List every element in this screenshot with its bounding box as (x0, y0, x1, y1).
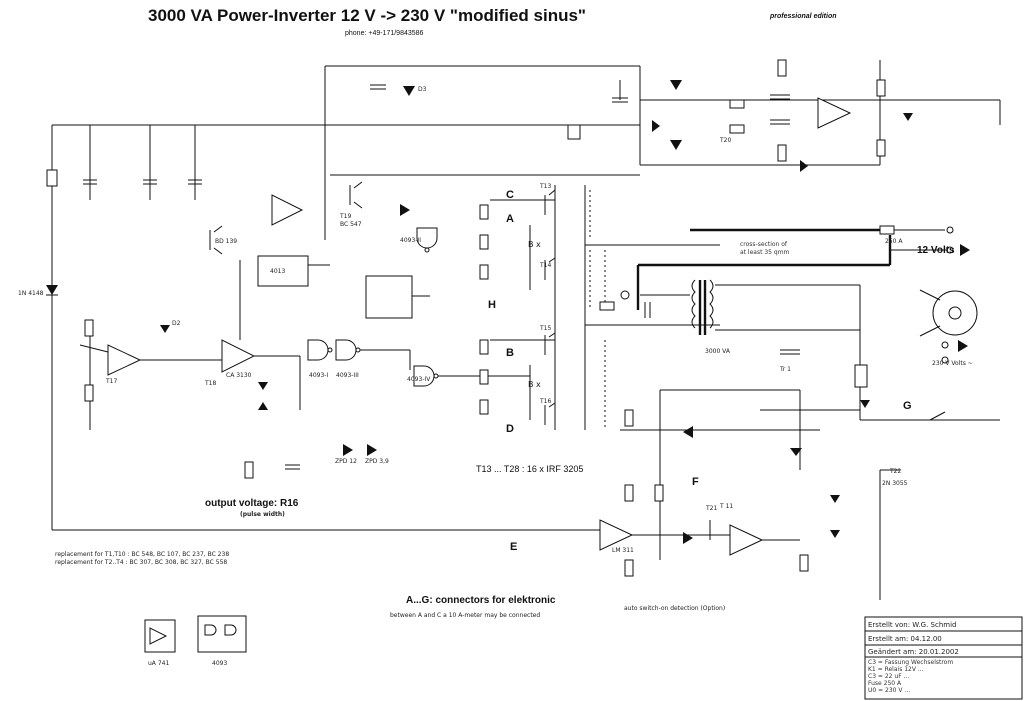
transistor-note: T13 ... T28 : 16 x IRF 3205 (476, 464, 584, 474)
transistor-label-t21: T21 (706, 505, 718, 512)
transistor-label-t22: T22 (890, 468, 902, 475)
lower-circuit (560, 349, 1000, 600)
phone-label: phone: +49-171/9843586 (345, 30, 424, 37)
connector-H: H (488, 299, 496, 311)
connector-B: B (506, 347, 514, 359)
ic-label-9: 4093 (212, 660, 228, 667)
output-voltage-terminal-label: 230 V Volts ~ (932, 360, 973, 367)
left-misc (84, 181, 410, 479)
info-notes: C3 = Fassung Wechselstrom K1 = Relais 12… (868, 659, 954, 694)
output-voltage-title: output voltage: R16 (205, 498, 299, 509)
transistor-label-t20: T20 (720, 137, 732, 144)
transistor-label-t14: T14 (540, 262, 552, 269)
ic-label-7: LM 311 (612, 547, 634, 554)
info-date-created: Erstellt am: 04.12.00 (868, 635, 942, 643)
ic-label-4: 4093-III (336, 372, 359, 379)
info-created: Erstellt von: W.G. Schmid (868, 621, 957, 629)
connector-D: D (506, 423, 514, 435)
ic-label-2: 4093-I (309, 372, 329, 379)
nand-gates (307, 227, 530, 387)
ic-label-8: uA 741 (148, 660, 170, 667)
connector-G: G (903, 400, 912, 412)
info-date-changed: Geändert am: 20.01.2002 (868, 648, 959, 656)
connector-C: C (506, 189, 514, 201)
pinout-diagrams (144, 615, 247, 653)
diode-label-d3: D3 (418, 86, 427, 93)
input-terminal (879, 225, 970, 364)
part-label-2n3055: 2N 3055 (882, 480, 908, 487)
bx-label-b: B x (528, 380, 541, 389)
transistor-label-t15: T15 (540, 325, 552, 332)
supply-rails (51, 60, 1001, 531)
connector-A: A (506, 213, 514, 225)
part-label-bd139: BD 139 (215, 238, 238, 245)
transistor-label-t16: T16 (540, 398, 552, 405)
connector-E: E (510, 541, 518, 553)
ic-label-5: 4013 (270, 268, 286, 275)
main-title: 3000 VA Power-Inverter 12 V -> 230 V "mo… (148, 6, 586, 25)
flipflop-4013 (257, 255, 430, 319)
bx-label-a: B x (528, 240, 541, 249)
zener-label-39: ZPD 3,9 (365, 458, 389, 465)
title-block (864, 616, 1023, 700)
fuse-label: 250 A (885, 238, 903, 245)
output-voltage-sub: (pulse width) (240, 511, 285, 518)
replacement-note-2: replacement for T2..T4 : BC 307, BC 308,… (55, 559, 228, 566)
replacement-note-1: replacement for T1,T10 : BC 548, BC 107,… (55, 551, 230, 558)
filter-capacitors (46, 169, 202, 296)
ic-label-3: 4093-IV (407, 376, 431, 383)
cross-section-label: cross-section of at least 35 qmm (740, 241, 790, 256)
ic-label-6: CA 3130 (226, 372, 252, 379)
auto-switch-note: auto switch-on detection (Option) (624, 605, 726, 612)
transistor-label-t13: T13 (540, 183, 552, 190)
mosfet-bank (479, 185, 720, 430)
transformer-label: 3000 VA (705, 348, 731, 355)
relay-label: Tr 1 (780, 366, 791, 373)
connectors-note: A...G: connectors for elektronic (406, 595, 556, 606)
transistor-label-t11: T 11 (720, 503, 734, 510)
opamp-group (79, 97, 852, 556)
part-label-bc547: BC 547 (340, 221, 362, 228)
diode-label-1n4148: 1N 4148 (18, 290, 44, 297)
edition-label: professional edition (770, 13, 837, 20)
top-right-circuit (370, 59, 913, 172)
input-voltage-label: 12 Volts (917, 245, 955, 256)
ic-label-1: 4093-II (400, 237, 421, 244)
transistor-label-t18: T18 (205, 380, 217, 387)
connectors-sub-note: between A and C a 10 A-meter may be conn… (390, 612, 541, 619)
transistor-label-t17: T17 (106, 378, 118, 385)
power-transformer (599, 228, 978, 420)
zener-label-12: ZPD 12 (335, 458, 357, 465)
transistor-label-t19: T19 (340, 213, 352, 220)
diode-label-d2: D2 (172, 320, 181, 327)
connector-F: F (692, 476, 699, 488)
